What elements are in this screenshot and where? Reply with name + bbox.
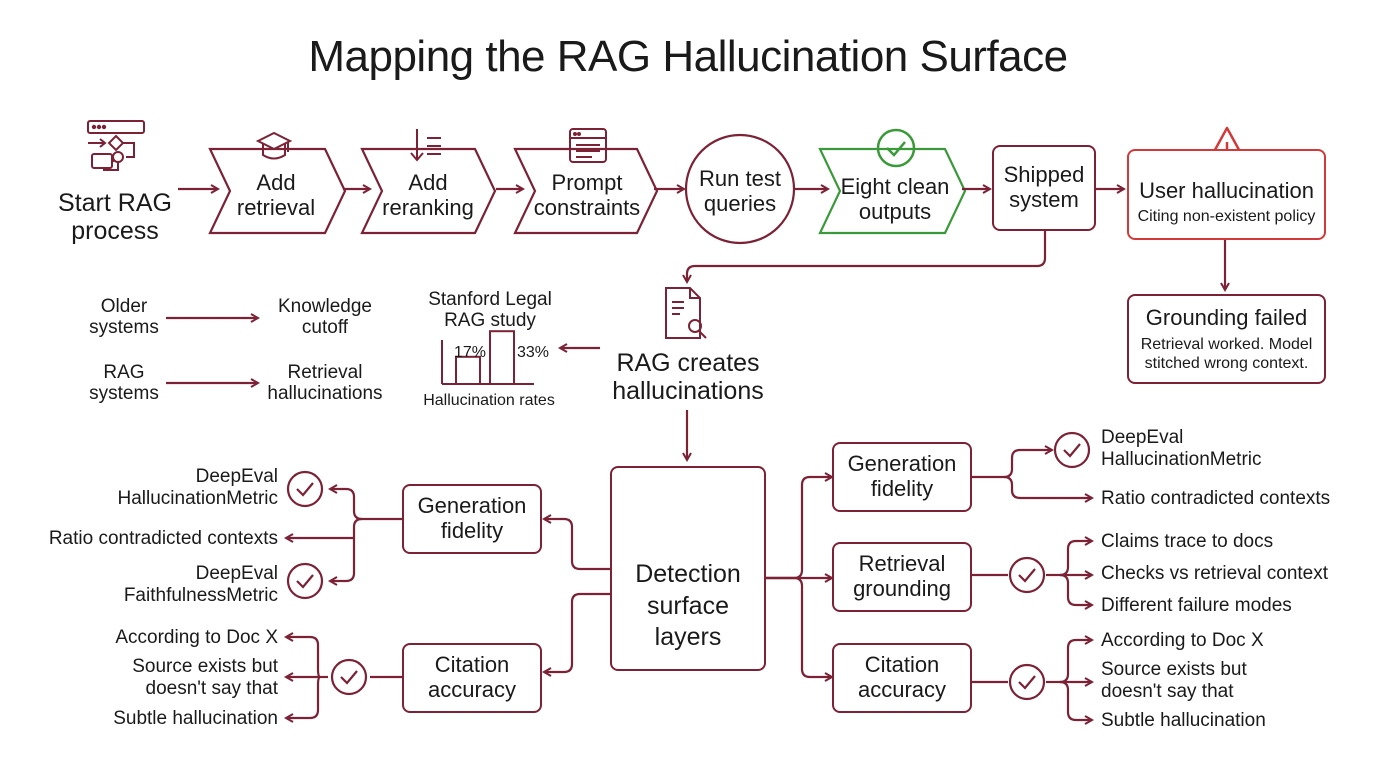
document-search-icon <box>665 287 707 339</box>
right-retrieval-box[interactable]: Retrieval grounding <box>832 542 972 612</box>
check-circle-icon <box>330 658 368 696</box>
rag-systems-label: RAG systems <box>89 362 159 405</box>
right-cit-item-1: According to Doc X <box>1101 630 1264 651</box>
graduation-cap-icon <box>255 131 293 160</box>
checkmark-circle-icon <box>876 128 916 168</box>
retrieval-hallucinations-label: Retrieval hallucinations <box>267 362 383 405</box>
bar-label-1: 17% <box>454 344 487 361</box>
right-ret-item-2: Checks vs retrieval context <box>1101 563 1329 584</box>
study-title: Stanford Legal RAG study <box>428 289 552 332</box>
left-cit-item-3: Subtle hallucination <box>113 708 278 729</box>
detection-box[interactable]: Detection surface layers <box>610 466 766 671</box>
detection-label: Detection surface layers <box>635 560 741 651</box>
left-gen-fidelity-box[interactable]: Generation fidelity <box>402 484 542 554</box>
right-cit-item-3: Subtle hallucination <box>1101 710 1266 731</box>
right-cit-item-2: Source exists but doesn't say that <box>1101 659 1247 702</box>
left-gen-item-2: Ratio contradicted contexts <box>48 528 278 549</box>
right-citation-box[interactable]: Citation accuracy <box>832 643 972 713</box>
knowledge-cutoff-label: Knowledge cutoff <box>277 296 373 339</box>
flowchart-icon <box>87 120 145 171</box>
check-circle-icon <box>286 562 324 600</box>
study-bar-2 <box>489 330 515 386</box>
user-hallucination-sub: Citing non-existent policy <box>1137 208 1316 225</box>
document-lines-icon <box>569 128 607 163</box>
rag-creates-label: RAG creates hallucinations <box>612 349 764 405</box>
study-caption: Hallucination rates <box>423 392 555 409</box>
add-retrieval-label[interactable]: Add retrieval <box>236 170 316 220</box>
bar-label-2: 33% <box>517 344 550 361</box>
study-bar-1 <box>455 355 481 385</box>
left-cit-item-1: According to Doc X <box>115 627 278 648</box>
left-citation-box[interactable]: Citation accuracy <box>402 643 542 713</box>
left-citation-label: Citation accuracy <box>427 652 517 702</box>
right-gen-fidelity-label: Generation fidelity <box>847 451 957 501</box>
user-hallucination-box[interactable]: User hallucination Citing non-existent p… <box>1127 149 1326 240</box>
left-cit-item-2: Source exists but doesn't say that <box>132 656 278 699</box>
chevron-eight-clean <box>818 147 967 235</box>
right-citation-label: Citation accuracy <box>857 652 947 702</box>
grounding-failed-box[interactable]: Grounding failed Retrieval worked. Model… <box>1127 294 1326 384</box>
eight-clean-outputs-label[interactable]: Eight clean outputs <box>840 174 950 224</box>
add-reranking-label[interactable]: Add reranking <box>382 170 474 220</box>
grounding-failed-sub: Retrieval worked. Model stitched wrong c… <box>1140 335 1313 372</box>
shipped-system-label: Shipped system <box>1003 162 1085 212</box>
chevron-add-reranking <box>360 147 497 235</box>
left-gen-item-3: DeepEval FaithfulnessMetric <box>123 563 278 606</box>
right-ret-item-1: Claims trace to docs <box>1101 531 1274 552</box>
sort-list-icon <box>410 129 441 162</box>
right-gen-item-2: Ratio contradicted contexts <box>1101 488 1331 509</box>
run-test-queries-label[interactable]: Run test queries <box>699 166 781 216</box>
left-gen-item-1: DeepEval HallucinationMetric <box>117 466 278 509</box>
right-gen-fidelity-box[interactable]: Generation fidelity <box>832 442 972 512</box>
page-title: Mapping the RAG Hallucination Surface <box>308 32 1068 81</box>
start-label: Start RAG process <box>58 189 172 245</box>
check-circle-icon <box>1053 431 1091 469</box>
grounding-failed-title: Grounding failed <box>1145 304 1308 330</box>
chevron-add-retrieval <box>208 147 347 235</box>
right-gen-item-1: DeepEval HallucinationMetric <box>1101 427 1262 470</box>
right-retrieval-label: Retrieval grounding <box>853 551 951 601</box>
study-bar-chart <box>441 330 534 386</box>
check-circle-icon <box>1008 663 1046 701</box>
run-test-circle <box>684 133 796 245</box>
chevron-prompt-constraints <box>513 147 659 235</box>
older-systems-label: Older systems <box>89 296 159 339</box>
check-circle-icon <box>1008 556 1046 594</box>
shipped-system-box[interactable]: Shipped system <box>992 145 1096 231</box>
check-circle-icon <box>286 470 324 508</box>
prompt-constraints-label[interactable]: Prompt constraints <box>533 170 641 220</box>
right-ret-item-3: Different failure modes <box>1101 595 1292 616</box>
user-hallucination-title: User hallucination <box>1139 178 1314 203</box>
left-gen-fidelity-label: Generation fidelity <box>417 493 527 543</box>
